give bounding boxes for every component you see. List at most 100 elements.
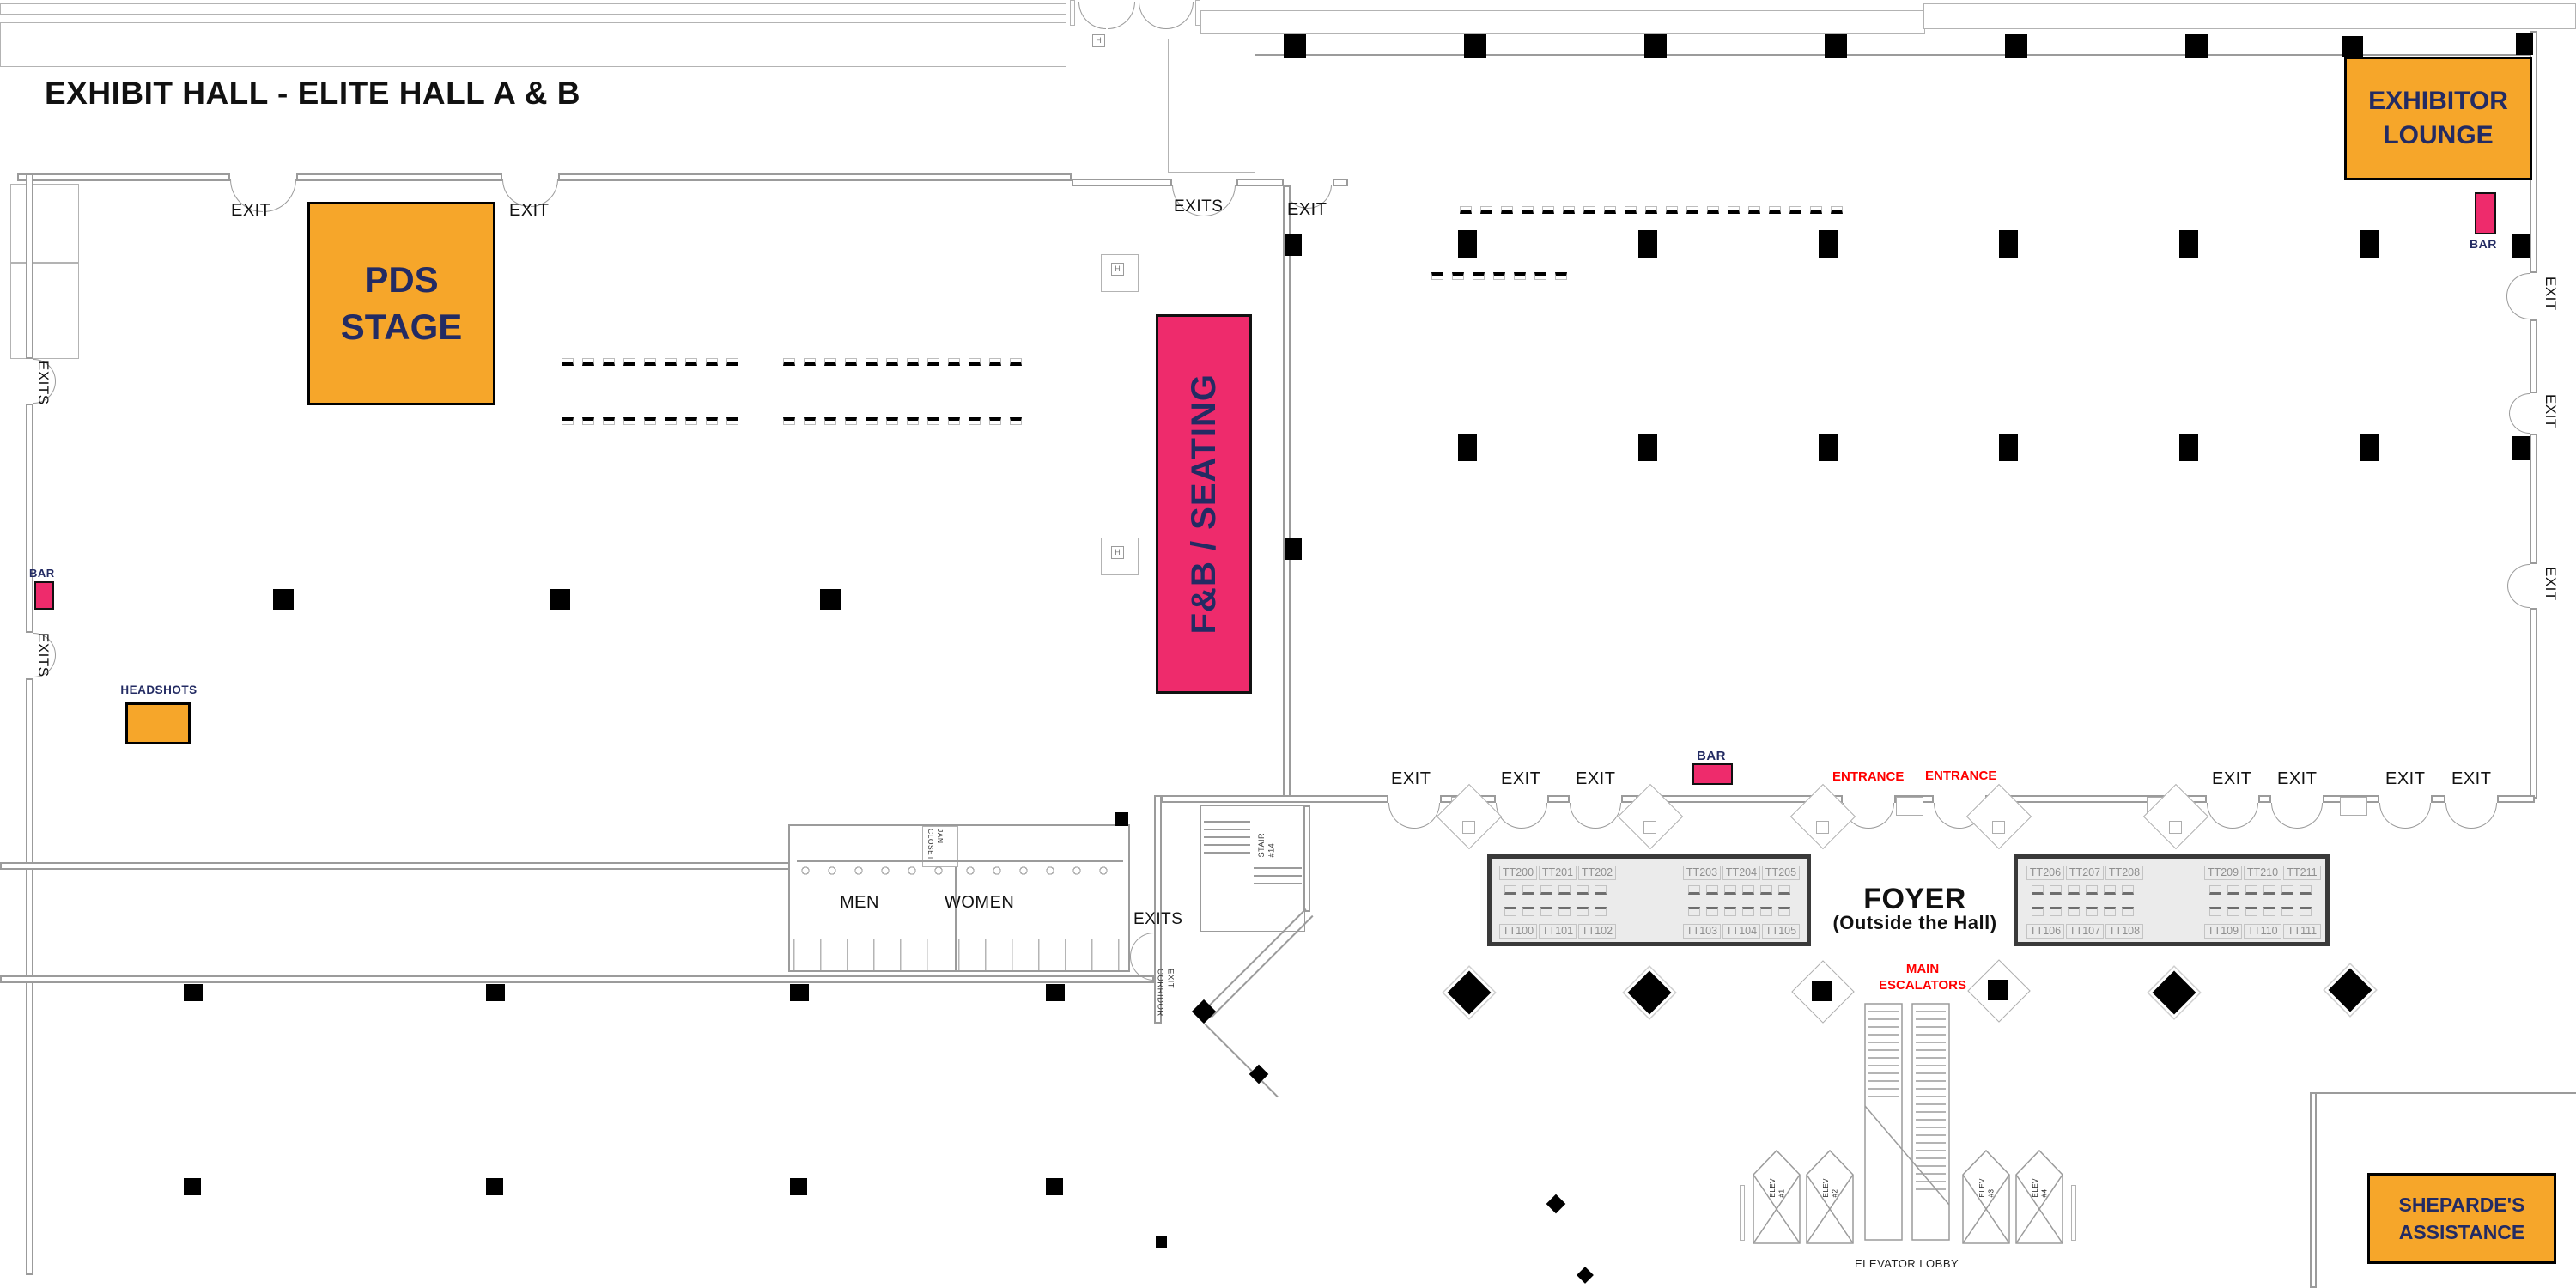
diagonal-wall [1204, 1024, 1279, 1098]
door-arc [2207, 803, 2233, 829]
wall [2431, 795, 2445, 803]
table-label: TT211 [2283, 866, 2321, 880]
wall [0, 3, 1066, 15]
stalls [958, 939, 1127, 970]
table-label: TT101 [1539, 924, 1577, 939]
table-label: TT201 [1539, 866, 1577, 880]
door-arc [1108, 2, 1135, 29]
wall [1923, 3, 2576, 29]
entrance-label: ENTRANCE [1925, 769, 1997, 783]
door-arc [1139, 2, 1166, 29]
column-marker [1825, 34, 1847, 58]
stair-tread [1254, 867, 1302, 869]
door-arc [2509, 393, 2530, 414]
headshots-label: HEADSHOTS [120, 683, 197, 696]
bar-label: BAR [1697, 749, 1726, 763]
door-frame [1896, 797, 1923, 816]
door-arc [2445, 803, 2471, 829]
exit-label: EXIT [2212, 769, 2252, 788]
chair-row [783, 358, 1030, 366]
exit-label: EXIT [2451, 769, 2492, 788]
stairwell [1200, 805, 1305, 932]
table-label: TT203 [1683, 866, 1721, 880]
wall [2497, 795, 2535, 803]
elevator-bank [1753, 1149, 2063, 1244]
column-marker [1046, 1178, 1063, 1195]
shepardes-assistance-area: SHEPARDE'S ASSISTANCE [2367, 1173, 2556, 1264]
table-label: TT202 [1578, 866, 1616, 880]
mini-table-row [2209, 885, 2318, 895]
table-label-row: TT203 TT204 TT205 [1683, 866, 1800, 880]
exit-label: EXIT [1391, 769, 1431, 788]
room [10, 184, 79, 263]
exit-label: EXIT [231, 201, 271, 220]
floor-diamond-marker [1546, 1194, 1566, 1214]
wall [1254, 54, 2531, 56]
column-marker [790, 1178, 807, 1195]
bar-area [1692, 763, 1733, 785]
wall [1621, 795, 1843, 803]
wall [1154, 795, 1162, 1024]
column-marker [1819, 434, 1838, 461]
column-marker [2185, 34, 2208, 58]
sinks [797, 862, 951, 880]
headshots-area [125, 702, 191, 744]
column-marker [790, 984, 809, 1001]
chair-row [1431, 272, 1576, 280]
women-restroom-label: WOMEN [945, 893, 1015, 912]
exit-label: EXIT [2543, 567, 2559, 601]
wall [955, 826, 957, 970]
wall [1333, 179, 1348, 186]
door-arc [2506, 296, 2530, 319]
column-marker [184, 1178, 201, 1195]
wall [2530, 434, 2537, 564]
table-label: TT104 [1722, 924, 1760, 939]
table-label-row: TT109 TT110 TT111 [2204, 924, 2321, 939]
door-arc [2379, 803, 2405, 829]
stair-tread [1204, 852, 1250, 854]
mini-table-row [2209, 907, 2318, 916]
column-marker [1046, 984, 1065, 1001]
table-label: TT102 [1578, 924, 1616, 939]
table-label: TT200 [1499, 866, 1537, 880]
jan-closet-label: JAN CLOSET [927, 829, 945, 861]
exit-label: EXIT [1287, 200, 1327, 219]
floor-diamond-marker [1447, 970, 1492, 1015]
table-label: TT106 [2026, 924, 2064, 939]
floor-diamond-marker [2328, 968, 2372, 1012]
stair-tread [1204, 829, 1250, 830]
entrance-label: ENTRANCE [1832, 769, 1905, 784]
vestibule-square [2169, 821, 2182, 834]
column-marker [1458, 230, 1477, 258]
exits-label: EXITS [1174, 197, 1224, 216]
column-marker [1638, 434, 1657, 461]
column-marker [1458, 434, 1477, 461]
floor-diamond-marker [1577, 1267, 1594, 1284]
stalls [793, 939, 953, 970]
column-marker [486, 1178, 503, 1195]
door-arc [1388, 803, 1414, 829]
door-arc [1522, 803, 1547, 829]
chair-row [783, 417, 1030, 425]
mini-table-row [1504, 885, 1613, 895]
wall [2258, 795, 2271, 803]
door-arc [1166, 2, 1194, 29]
elevator-label: ELEV #4 [2032, 1178, 2049, 1198]
door-arc [2405, 803, 2431, 829]
stair-tread [1204, 844, 1250, 846]
column-marker [2512, 436, 2530, 460]
door-arc [2297, 803, 2323, 829]
bar-label: BAR [2470, 237, 2497, 251]
table-label: TT109 [2204, 924, 2242, 939]
table-label: TT103 [1683, 924, 1721, 939]
exit-label: EXIT [509, 201, 550, 220]
wall [2530, 608, 2537, 799]
wall [0, 22, 1066, 67]
exit-corridor-label: EXIT CORRIDOR [1155, 969, 1176, 1017]
wall [17, 173, 230, 181]
exit-label: EXIT [2543, 394, 2559, 428]
chair-row [1460, 206, 1851, 214]
column-marker [2360, 230, 2379, 258]
vestibule-square [1992, 821, 2005, 834]
vestibule-square [1816, 821, 1829, 834]
